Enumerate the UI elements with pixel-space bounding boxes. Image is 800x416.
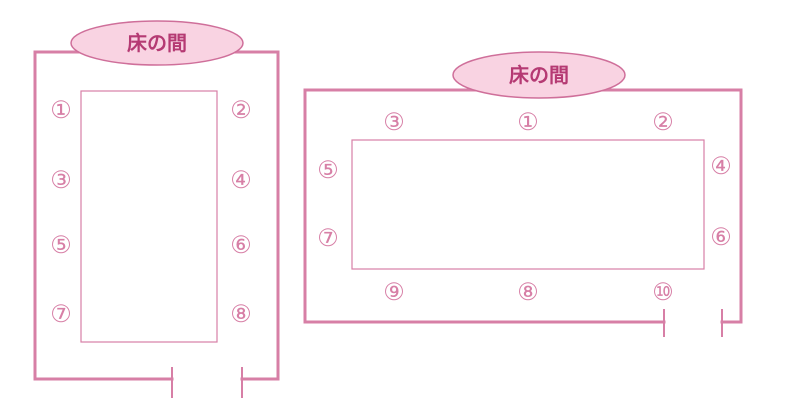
right-seat-5: ⑤ bbox=[317, 156, 339, 184]
right-alcove-label: 床の間 bbox=[509, 63, 569, 87]
left-alcove-label: 床の間 bbox=[127, 31, 187, 55]
right-seat-2: ② bbox=[652, 108, 674, 136]
left-seat-7: ⑦ bbox=[50, 300, 72, 328]
right-seat-4: ④ bbox=[710, 152, 732, 180]
right-seat-3: ③ bbox=[383, 108, 405, 136]
left-alcove-oval bbox=[70, 20, 244, 66]
left-seat-3: ③ bbox=[50, 166, 72, 194]
left-seat-5: ⑤ bbox=[50, 231, 72, 259]
right-seat-8: ⑧ bbox=[517, 278, 539, 306]
right-seat-6: ⑥ bbox=[710, 223, 732, 251]
left-seat-1: ① bbox=[50, 96, 72, 124]
right-table bbox=[351, 139, 705, 270]
right-seat-1: ① bbox=[517, 108, 539, 136]
right-alcove-oval bbox=[452, 51, 626, 99]
right-seat-7: ⑦ bbox=[317, 224, 339, 252]
left-seat-8: ⑧ bbox=[230, 300, 252, 328]
left-table bbox=[80, 90, 218, 343]
right-layout: 床の間 ③ ① ② ⑤ ④ ⑦ ⑥ ⑨ ⑧ ⑩ bbox=[303, 51, 743, 337]
right-seat-10: ⑩ bbox=[652, 278, 674, 306]
left-seat-6: ⑥ bbox=[230, 231, 252, 259]
right-seat-9: ⑨ bbox=[383, 278, 405, 306]
left-seat-2: ② bbox=[230, 96, 252, 124]
left-layout: 床の間 ① ② ③ ④ ⑤ ⑥ ⑦ ⑧ bbox=[33, 20, 280, 398]
left-seat-4: ④ bbox=[230, 166, 252, 194]
